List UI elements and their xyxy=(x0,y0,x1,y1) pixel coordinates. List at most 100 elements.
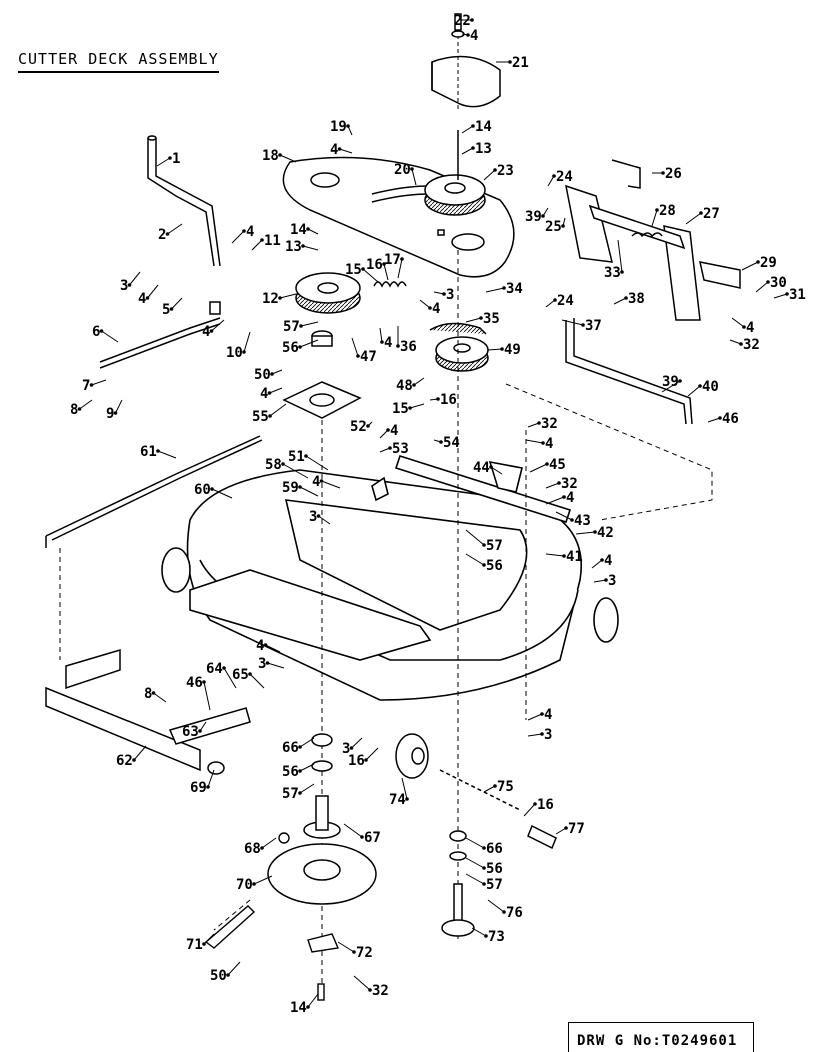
callout-leader xyxy=(231,230,245,244)
callout-dot xyxy=(600,558,604,562)
callout-label: 57 xyxy=(283,319,300,335)
callout-leader xyxy=(203,933,215,945)
callout-leader xyxy=(465,529,485,546)
callout-label: 45 xyxy=(549,457,566,473)
callout-label: 17 xyxy=(384,252,401,268)
callout-c12: 12 xyxy=(262,291,297,307)
callout-label: 4 xyxy=(384,335,392,351)
callout-leader xyxy=(79,399,93,410)
callout-label: 50 xyxy=(210,968,227,984)
callout-label: 32 xyxy=(561,476,578,492)
callout-dot xyxy=(508,60,512,64)
callout-leader xyxy=(465,857,485,869)
callout-dot xyxy=(368,988,372,992)
callout-c37: 37 xyxy=(561,318,602,334)
callout-c21: 21 xyxy=(496,55,529,71)
diagram-title: CUTTER DECK ASSEMBLY xyxy=(18,50,219,73)
callout-label: 39 xyxy=(525,209,542,225)
callout-label: 56 xyxy=(486,558,503,574)
callout-c57a: 57 xyxy=(283,319,319,335)
callout-leader xyxy=(661,380,681,393)
callout-label: 24 xyxy=(557,293,574,309)
callout-dot xyxy=(479,316,483,320)
callout-leader xyxy=(243,331,251,353)
callout-leader xyxy=(525,439,544,444)
callout-label: 55 xyxy=(252,409,269,425)
callout-leader xyxy=(593,579,607,583)
callout-leader xyxy=(483,785,496,793)
callout-label: 16 xyxy=(366,257,383,273)
callout-leader xyxy=(300,321,319,327)
callout-label: 32 xyxy=(743,337,760,353)
callout-leader xyxy=(465,553,485,566)
callout-c14c: 14 xyxy=(290,993,319,1016)
callout-leader xyxy=(591,559,603,569)
callout-label: 44 xyxy=(473,460,490,476)
callout-c62: 62 xyxy=(116,745,147,769)
callout-dot xyxy=(541,214,545,218)
callout-label: 71 xyxy=(186,937,203,953)
callout-leader xyxy=(555,827,567,835)
callout-label: 3 xyxy=(120,278,128,294)
callout-label: 57 xyxy=(282,786,299,802)
callout-leader xyxy=(211,488,233,499)
callout-c46b: 46 xyxy=(186,675,211,711)
callout-dot xyxy=(127,283,132,287)
callout-dot xyxy=(337,147,342,151)
callout-label: 70 xyxy=(236,877,253,893)
callout-leader xyxy=(279,154,297,163)
callout-leader xyxy=(302,245,319,251)
callout-c13a: 13 xyxy=(461,141,492,157)
callout-c32d: 32 xyxy=(353,975,389,999)
callout-dot xyxy=(493,168,497,172)
callout-label: 37 xyxy=(585,318,602,334)
callout-leader xyxy=(269,387,283,394)
callout-c57d: 57 xyxy=(465,873,503,893)
callout-c55: 55 xyxy=(252,403,287,425)
callout-c14b: 14 xyxy=(290,222,319,238)
callout-c39a: 39 xyxy=(525,207,549,225)
callout-dot xyxy=(298,745,302,749)
callout-dot xyxy=(360,835,364,839)
callout-leader xyxy=(413,377,425,386)
callout-dot xyxy=(412,383,416,387)
callout-label: 56 xyxy=(282,340,299,356)
callout-leader xyxy=(282,463,309,479)
callout-dot xyxy=(301,244,305,248)
callout-dot xyxy=(655,208,659,212)
callout-label: 66 xyxy=(486,841,503,857)
callout-label: 53 xyxy=(392,441,409,457)
callout-leader xyxy=(253,875,273,885)
callout-dot xyxy=(785,292,789,296)
callout-leader xyxy=(318,515,331,525)
callout-dot xyxy=(400,257,404,261)
callout-leader xyxy=(211,319,225,332)
callout-dot xyxy=(482,543,486,547)
callout-label: 63 xyxy=(182,724,199,740)
callout-c32c: 32 xyxy=(545,476,578,492)
callout-leader xyxy=(773,293,788,299)
callout-label: 2 xyxy=(158,227,166,243)
callout-dot xyxy=(562,495,566,499)
callout-c32b: 32 xyxy=(527,416,558,432)
callout-leader xyxy=(419,299,431,309)
callout-c4d: 4 xyxy=(138,284,159,307)
callout-leader xyxy=(362,268,379,283)
callout-dot xyxy=(202,942,206,946)
callout-dot xyxy=(299,324,303,328)
callout-leader xyxy=(91,379,107,386)
callout-dot xyxy=(540,712,544,716)
callout-c4h: 4 xyxy=(731,317,754,336)
callout-dot xyxy=(151,691,156,695)
callout-c4j: 4 xyxy=(379,423,398,439)
callout-dot xyxy=(260,846,264,850)
callout-c15b: 15 xyxy=(392,401,425,417)
callout-c75: 75 xyxy=(483,779,514,795)
callout-label: 61 xyxy=(140,444,157,460)
callout-label: 47 xyxy=(360,349,377,365)
callout-label: 14 xyxy=(475,119,492,135)
callout-c30: 30 xyxy=(755,275,787,293)
callout-label: 26 xyxy=(665,166,682,182)
callout-c57b: 57 xyxy=(465,529,503,554)
callout-label: 14 xyxy=(290,222,307,238)
